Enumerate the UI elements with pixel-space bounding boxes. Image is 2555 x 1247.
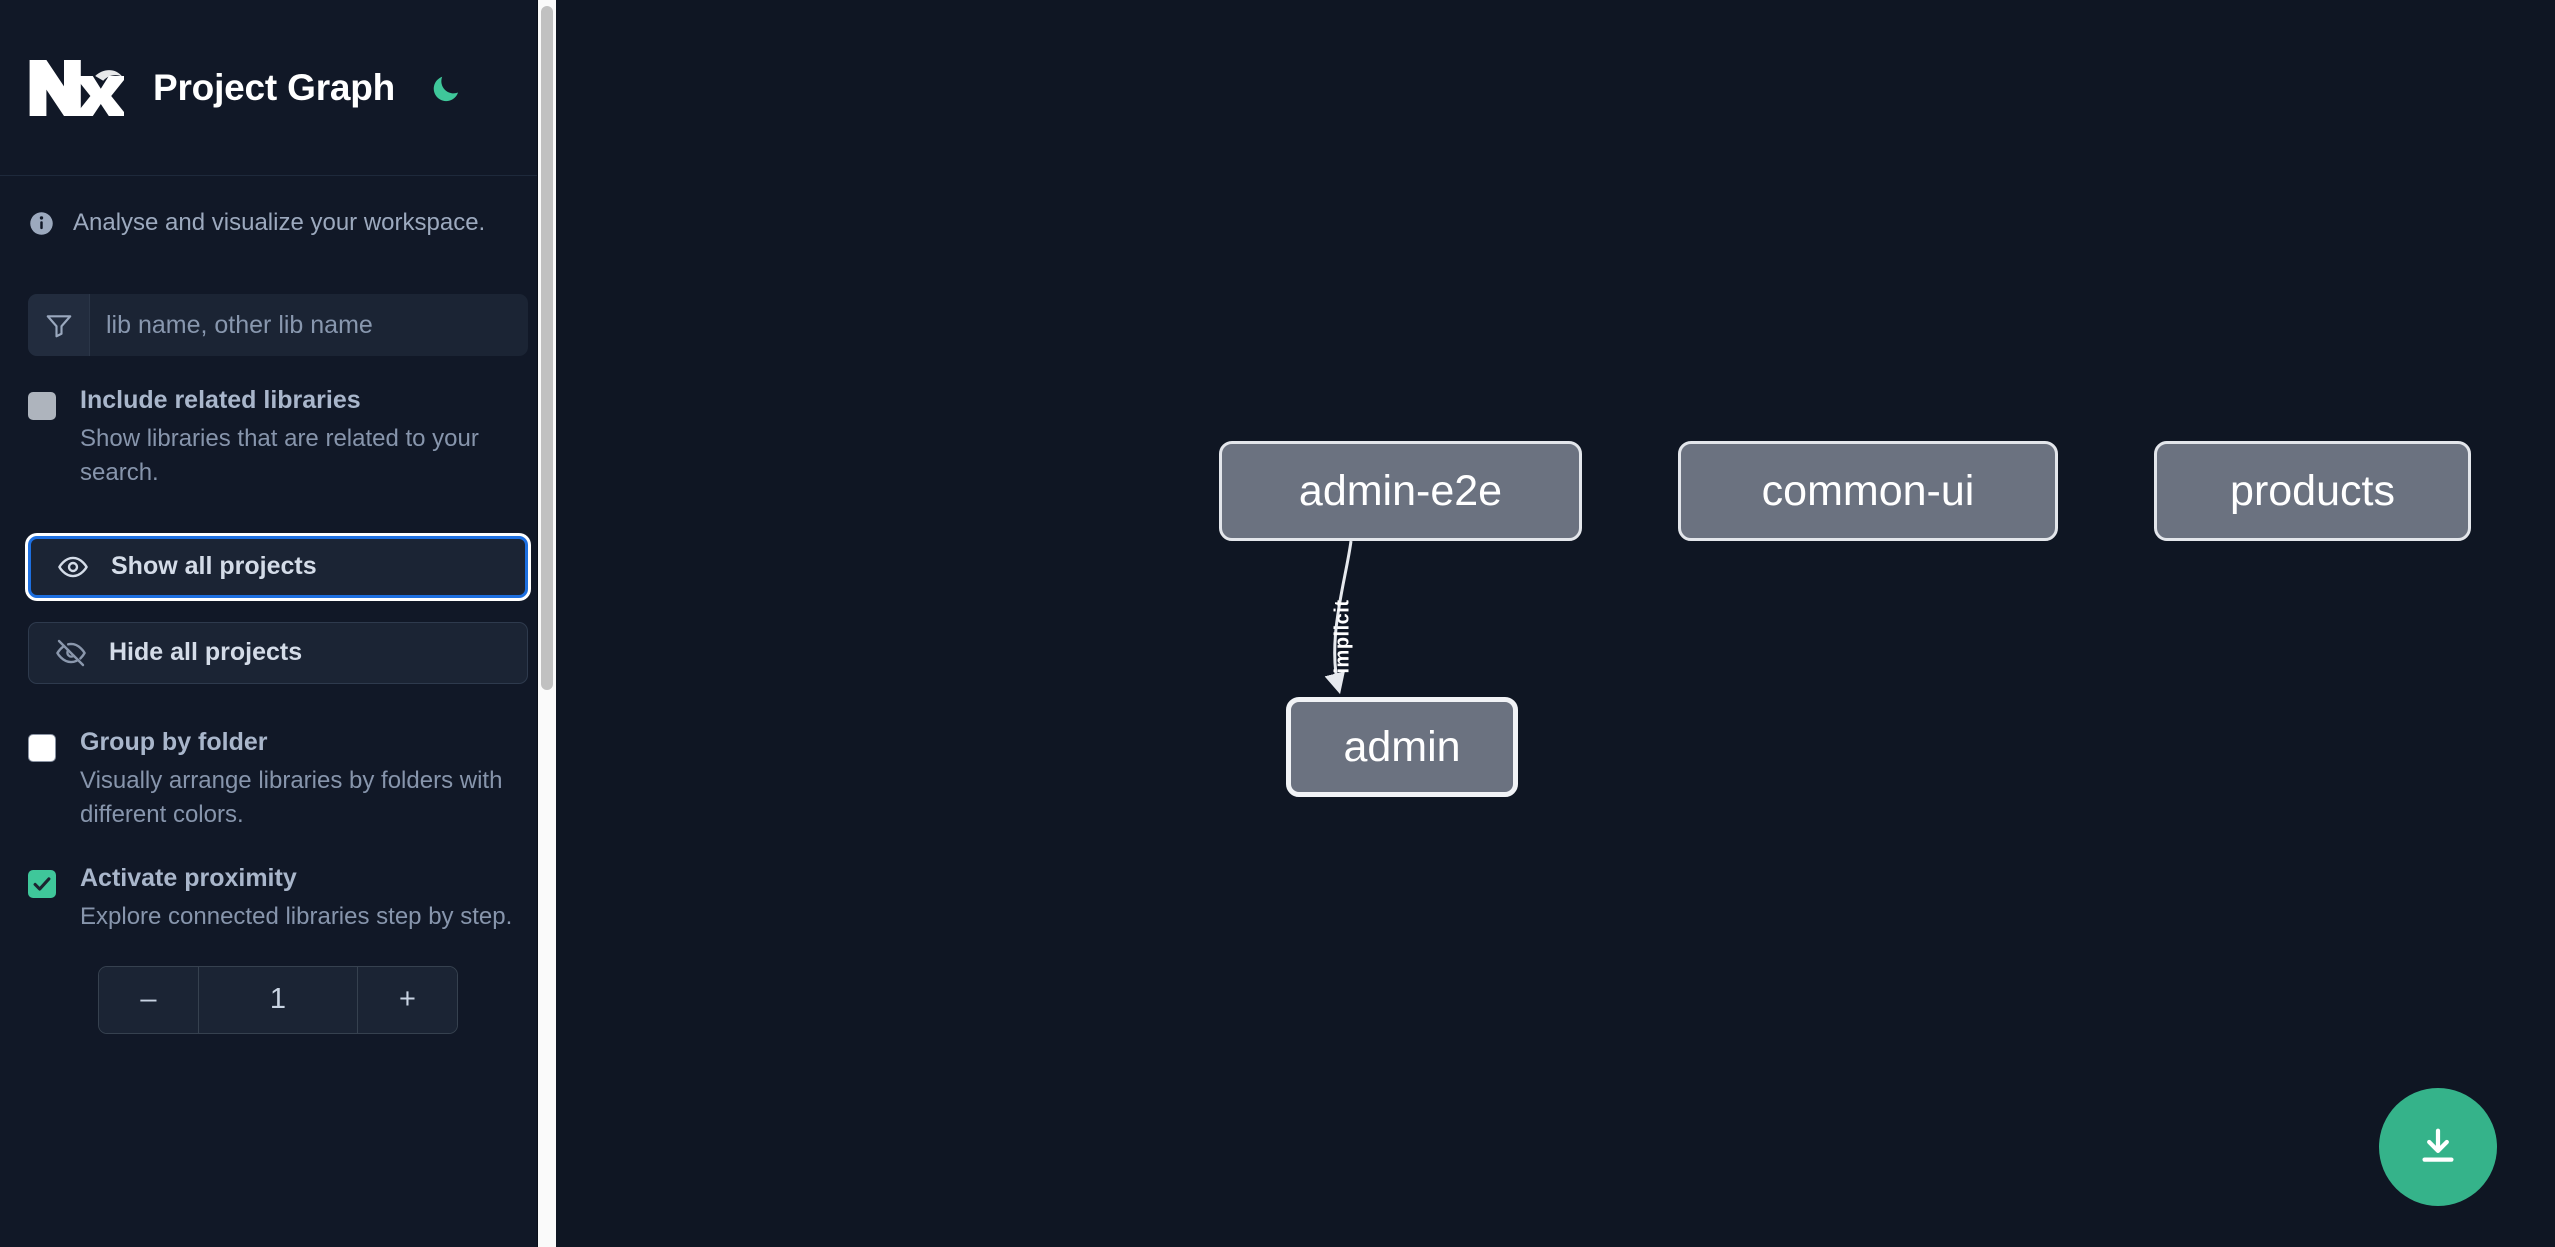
graph-edges xyxy=(1324,540,1353,695)
eye-icon xyxy=(58,556,88,578)
option-include-related-libraries[interactable]: Include related libraries Show libraries… xyxy=(28,386,528,490)
tagline-text: Analyse and visualize your workspace. xyxy=(73,209,486,236)
proximity-stepper[interactable]: – 1 + xyxy=(98,965,458,1034)
sidebar-scrollbar[interactable] xyxy=(538,0,556,1247)
graph-canvas[interactable]: admin-e2e common-ui products store-e2e a… xyxy=(556,0,2555,1247)
nx-logo xyxy=(29,59,124,116)
search-input[interactable] xyxy=(90,294,528,356)
sidebar-body: Include related libraries Show libraries… xyxy=(0,294,556,1034)
download-icon xyxy=(2422,1128,2454,1162)
hide-all-projects-button[interactable]: Hide all projects xyxy=(28,621,528,684)
show-all-projects-button[interactable]: Show all projects xyxy=(28,535,528,598)
graph-node-common-ui[interactable]: common-ui xyxy=(1678,441,2058,541)
filter-funnel-icon xyxy=(28,294,90,356)
graph-node-admin[interactable]: admin xyxy=(1286,697,1518,797)
option-description: Show libraries that are related to your … xyxy=(80,424,479,486)
moon-glyph xyxy=(433,76,459,101)
hide-all-projects-label: Hide all projects xyxy=(109,638,303,667)
node-label: admin xyxy=(1343,722,1461,771)
node-label: products xyxy=(2230,466,2395,515)
group-by-folder-checkbox[interactable] xyxy=(28,733,56,762)
info-icon xyxy=(30,211,53,235)
sidebar-divider xyxy=(537,0,538,1247)
option-title: Include related libraries xyxy=(80,386,361,414)
eye-slash-icon xyxy=(56,639,86,667)
graph-node-products[interactable]: products xyxy=(2154,441,2471,541)
sidebar-scrollbar-thumb[interactable] xyxy=(541,6,553,690)
proximity-value: 1 xyxy=(199,966,357,1033)
option-description: Explore connected libraries step by step… xyxy=(80,902,513,930)
proximity-decrement-button[interactable]: – xyxy=(99,966,199,1033)
option-description: Visually arrange libraries by folders wi… xyxy=(80,766,503,828)
funnel-glyph xyxy=(46,315,71,338)
option-title: Group by folder xyxy=(80,727,268,756)
node-label: admin-e2e xyxy=(1298,466,1503,515)
page-title: Project Graph xyxy=(153,66,396,108)
edge-label-admin: implicit xyxy=(1331,599,1354,674)
search-box[interactable] xyxy=(28,294,528,356)
sidebar: Project Graph Analyse and visualize your… xyxy=(0,0,556,1247)
checkmark-icon xyxy=(33,877,51,891)
proximity-increment-button[interactable]: + xyxy=(357,966,457,1033)
option-group-by-folder[interactable]: Group by folder Visually arrange librari… xyxy=(28,728,528,832)
download-image-button[interactable] xyxy=(2379,1088,2497,1206)
sidebar-header: Project Graph xyxy=(0,0,556,176)
include-related-libraries-checkbox[interactable] xyxy=(28,392,56,420)
activate-proximity-checkbox[interactable] xyxy=(28,869,56,898)
moon-icon[interactable] xyxy=(425,67,467,109)
graph-node-admin-e2e[interactable]: admin-e2e xyxy=(1219,441,1582,541)
node-label: common-ui xyxy=(1761,466,1975,515)
option-activate-proximity[interactable]: Activate proximity Explore connected lib… xyxy=(28,864,528,934)
tagline-row: Analyse and visualize your workspace. xyxy=(0,176,556,270)
show-all-projects-label: Show all projects xyxy=(111,552,317,581)
option-title: Activate proximity xyxy=(80,863,297,892)
